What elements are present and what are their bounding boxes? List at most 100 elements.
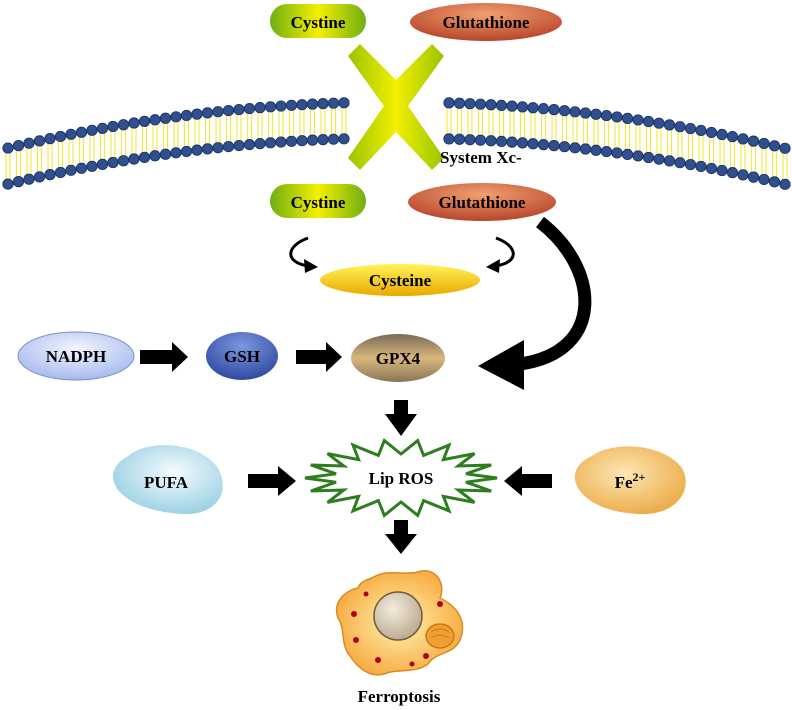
lipid-tail	[267, 110, 274, 139]
lipid-head	[306, 98, 319, 110]
cystine-extracellular-label: Cystine	[291, 13, 346, 32]
lipid-head	[33, 171, 46, 183]
lipid-head	[201, 143, 214, 155]
lipid-head	[621, 148, 634, 161]
glutathione-extracellular-label: Glutathione	[443, 13, 530, 32]
lipid-head	[663, 155, 676, 167]
lipid-head	[747, 171, 760, 183]
lipid-head	[233, 103, 245, 116]
lipid-head	[149, 114, 161, 126]
lipid-head	[180, 145, 193, 158]
lipid-head	[716, 128, 728, 141]
lipid-head	[86, 124, 98, 136]
lipid-head	[33, 135, 46, 147]
lipid-head	[453, 133, 466, 145]
lipid-tail	[467, 107, 473, 136]
glutathione-extracellular: Glutathione	[410, 3, 562, 41]
lipid-tail	[341, 106, 347, 135]
lipid-head	[537, 103, 550, 115]
lipros-to-ferroptosis-arrow	[385, 520, 417, 554]
lipid-head	[96, 158, 109, 170]
lipid-tail	[99, 132, 106, 161]
lipid-tail	[729, 140, 736, 169]
lipid-tail	[162, 122, 169, 151]
lipid-tail	[320, 107, 326, 136]
lipid-tail	[677, 130, 683, 159]
lipid-tail	[215, 115, 221, 144]
gpx4-to-lipros-arrow	[385, 400, 417, 436]
lipid-head	[495, 135, 508, 148]
lipid-head	[212, 142, 224, 154]
lipid-head	[548, 104, 560, 116]
lipid-head	[275, 100, 287, 112]
cell-membrane-bilayer	[2, 97, 791, 190]
lipid-head	[726, 167, 739, 179]
lipid-head	[569, 142, 581, 154]
lipid-head	[632, 114, 644, 126]
cystine-intracellular: Cystine	[270, 184, 366, 218]
lipid-tail	[131, 127, 137, 156]
lipid-head	[2, 142, 14, 154]
recycle-arrow-right	[486, 236, 515, 273]
lipid-head	[65, 164, 77, 176]
lipid-head	[107, 156, 119, 169]
lipid-tail	[330, 107, 337, 136]
lipid-head	[75, 162, 88, 174]
lipid-head	[674, 157, 686, 169]
lipid-head	[338, 97, 350, 109]
lipid-tail	[236, 113, 242, 142]
lipid-head	[180, 109, 193, 122]
glutathione-intracellular-label: Glutathione	[439, 193, 526, 212]
lipid-head	[170, 111, 182, 123]
lipid-tail	[740, 142, 746, 171]
lipid-head	[506, 100, 518, 112]
pufa-node: PUFA	[113, 444, 223, 515]
lipid-head	[737, 133, 749, 145]
lipid-tail	[57, 140, 64, 169]
cystine-intracellular-label: Cystine	[291, 193, 346, 212]
recycle-arrow-left	[289, 236, 318, 273]
lipid-tail	[698, 134, 704, 163]
lipid-tail	[540, 112, 547, 141]
lipid-tail	[309, 108, 316, 137]
lipid-tail	[47, 142, 53, 171]
lip-ros-node: Lip ROS	[304, 438, 498, 518]
lipid-head	[474, 98, 487, 110]
lipid-head	[516, 137, 529, 149]
lipid-head	[275, 136, 287, 148]
pufa-to-lipros-arrow	[248, 466, 296, 496]
lipid-head	[506, 136, 518, 148]
lipid-head	[527, 138, 539, 150]
lipid-head	[212, 106, 224, 118]
lipid-head	[495, 99, 508, 112]
lipid-head	[716, 164, 728, 177]
lipid-head	[758, 173, 770, 186]
lipid-head	[317, 98, 329, 110]
lipid-tail	[456, 107, 463, 136]
lipid-head	[2, 178, 14, 190]
lipid-head	[159, 112, 172, 124]
ferroptosis-label: Ferroptosis	[358, 687, 441, 706]
system-xc-transporter	[348, 44, 444, 170]
lipid-head	[464, 134, 476, 146]
glutathione-to-gpx4-arrow	[478, 216, 592, 390]
lipid-head	[569, 106, 581, 118]
lipid-head	[54, 166, 67, 179]
lipid-head	[663, 119, 676, 131]
lipid-head	[233, 139, 245, 152]
lipid-head	[23, 137, 35, 149]
lipid-tail	[446, 106, 452, 135]
lipid-tail	[141, 125, 148, 154]
lipid-head	[600, 109, 613, 122]
lipid-head	[222, 104, 235, 117]
lipid-tail	[26, 147, 32, 176]
lipid-head	[653, 117, 665, 129]
lipid-head	[296, 135, 308, 147]
lipid-head	[96, 122, 109, 134]
nadph-node: NADPH	[17, 331, 135, 381]
system-xc-label: System Xc-	[440, 148, 522, 167]
gpx4-node: GPX4	[351, 334, 445, 382]
lipid-head	[590, 144, 602, 156]
lip-ros-label: Lip ROS	[369, 469, 434, 488]
